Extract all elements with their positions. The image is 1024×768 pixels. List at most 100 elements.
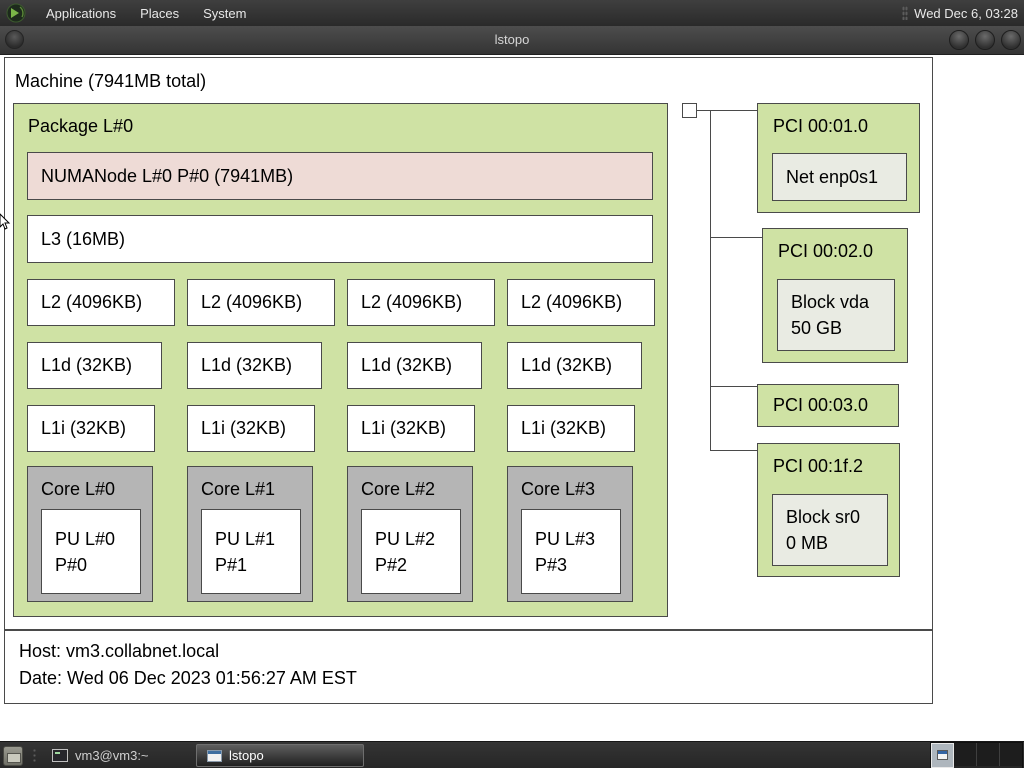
l1d-cache-label: L1d (32KB) xyxy=(361,355,453,375)
task-lstopo[interactable]: lstopo xyxy=(196,744,364,767)
l2-cache-box: L2 (4096KB) xyxy=(347,279,495,326)
l3-cache-label: L3 (16MB) xyxy=(41,228,126,249)
l1d-cache-box: L1d (32KB) xyxy=(347,342,482,389)
block-device-size: 50 GB xyxy=(791,318,843,338)
workspace-switcher xyxy=(930,742,1023,768)
pci-box: PCI 00:03.0 xyxy=(757,384,899,427)
l1d-cache-box: L1d (32KB) xyxy=(27,342,162,389)
l2-cache-label: L2 (4096KB) xyxy=(521,292,623,312)
maximize-button[interactable] xyxy=(975,30,995,50)
workspace-2[interactable] xyxy=(954,743,977,766)
window-title: lstopo xyxy=(494,32,530,47)
close-button[interactable] xyxy=(1001,30,1021,50)
panel-grip-handle[interactable] xyxy=(902,6,909,20)
pu-pnum: P#0 xyxy=(55,554,88,575)
l1i-cache-label: L1i (32KB) xyxy=(41,418,127,438)
pu-box: PU L#1 P#1 xyxy=(201,509,301,594)
minimize-button[interactable] xyxy=(949,30,969,50)
bottom-taskbar: vm3@vm3:~ lstopo xyxy=(0,741,1024,768)
l1i-cache-box: L1i (32KB) xyxy=(27,405,155,452)
block-device-size: 0 MB xyxy=(786,533,829,553)
menu-system[interactable]: System xyxy=(203,5,247,21)
l2-cache-label: L2 (4096KB) xyxy=(361,292,463,312)
legend-box: Host: vm3.collabnet.local Date: Wed 06 D… xyxy=(4,630,933,704)
l1i-cache-box: L1i (32KB) xyxy=(187,405,315,452)
show-desktop-icon[interactable] xyxy=(3,745,23,766)
l1d-cache-label: L1d (32KB) xyxy=(201,355,293,375)
l1d-cache-label: L1d (32KB) xyxy=(521,355,613,375)
core-label: Core L#2 xyxy=(361,479,436,499)
pci-label: PCI 00:01.0 xyxy=(773,116,869,136)
numanode-label: NUMANode L#0 P#0 (7941MB) xyxy=(41,165,294,186)
pci-connector-line xyxy=(710,237,762,238)
core-label: Core L#3 xyxy=(521,479,596,499)
net-device-box: Net enp0s1 xyxy=(772,153,907,201)
l2-cache-box: L2 (4096KB) xyxy=(507,279,655,326)
block-device-box: Block sr0 0 MB xyxy=(772,494,888,566)
l1d-cache-box: L1d (32KB) xyxy=(507,342,642,389)
l1i-cache-box: L1i (32KB) xyxy=(347,405,475,452)
pu-box: PU L#2 P#2 xyxy=(361,509,461,594)
pu-label: PU L#2 xyxy=(375,528,436,549)
legend-host: Host: vm3.collabnet.local xyxy=(19,641,220,661)
legend-date: Date: Wed 06 Dec 2023 01:56:27 AM EST xyxy=(19,668,357,688)
pci-connector-line xyxy=(710,386,757,387)
pci-label: PCI 00:02.0 xyxy=(778,241,874,261)
hostbridge-box xyxy=(682,103,697,118)
distro-logo-icon[interactable] xyxy=(6,3,26,23)
workspace-1[interactable] xyxy=(931,743,954,768)
pu-pnum: P#1 xyxy=(215,554,248,575)
window-icon xyxy=(207,749,222,762)
l1i-cache-box: L1i (32KB) xyxy=(507,405,635,452)
l1d-cache-box: L1d (32KB) xyxy=(187,342,322,389)
terminal-icon xyxy=(52,749,68,762)
block-device-label: Block vda xyxy=(791,292,870,312)
core-box: Core L#1 PU L#1 P#1 xyxy=(187,466,313,602)
l2-cache-box: L2 (4096KB) xyxy=(27,279,175,326)
panel-clock[interactable]: Wed Dec 6, 03:28 xyxy=(914,5,1018,21)
core-box: Core L#2 PU L#2 P#2 xyxy=(347,466,473,602)
core-label: Core L#1 xyxy=(201,479,276,499)
pci-label: PCI 00:1f.2 xyxy=(773,456,864,476)
l1i-cache-label: L1i (32KB) xyxy=(201,418,287,438)
pu-box: PU L#3 P#3 xyxy=(521,509,621,594)
l1d-cache-label: L1d (32KB) xyxy=(41,355,133,375)
pu-label: PU L#0 xyxy=(55,528,116,549)
numanode-box: NUMANode L#0 P#0 (7941MB) xyxy=(27,152,653,200)
mouse-cursor-icon xyxy=(0,213,11,230)
l2-cache-box: L2 (4096KB) xyxy=(187,279,335,326)
pci-connector-line xyxy=(697,110,757,111)
task-terminal[interactable]: vm3@vm3:~ xyxy=(42,744,192,767)
taskbar-grip-handle[interactable] xyxy=(32,747,37,764)
workspace-3[interactable] xyxy=(977,743,1000,766)
top-panel: Applications Places System Wed Dec 6, 03… xyxy=(0,0,1024,27)
pci-label: PCI 00:03.0 xyxy=(773,395,869,415)
menu-applications[interactable]: Applications xyxy=(46,5,117,21)
pci-box: PCI 00:1f.2 Block sr0 0 MB xyxy=(757,443,900,577)
package-label: Package L#0 xyxy=(28,116,134,136)
l2-cache-label: L2 (4096KB) xyxy=(201,292,303,312)
pu-label: PU L#1 xyxy=(215,528,276,549)
pci-box: PCI 00:02.0 Block vda 50 GB xyxy=(762,228,908,363)
core-box: Core L#3 PU L#3 P#3 xyxy=(507,466,633,602)
menu-places[interactable]: Places xyxy=(140,5,180,21)
block-device-label: Block sr0 xyxy=(786,507,861,527)
task-lstopo-label: lstopo xyxy=(229,748,264,763)
workspace-4[interactable] xyxy=(1000,743,1022,766)
net-device-label: Net enp0s1 xyxy=(786,166,879,187)
l2-cache-label: L2 (4096KB) xyxy=(41,292,143,312)
core-box: Core L#0 PU L#0 P#0 xyxy=(27,466,153,602)
window-menu-icon[interactable] xyxy=(5,30,24,49)
pu-label: PU L#3 xyxy=(535,528,596,549)
l1i-cache-label: L1i (32KB) xyxy=(521,418,607,438)
pci-connector-line xyxy=(710,450,757,451)
window-titlebar[interactable]: lstopo xyxy=(0,26,1024,55)
task-terminal-label: vm3@vm3:~ xyxy=(75,748,149,763)
block-device-box: Block vda 50 GB xyxy=(777,279,895,351)
pu-box: PU L#0 P#0 xyxy=(41,509,141,594)
l1i-cache-label: L1i (32KB) xyxy=(361,418,447,438)
pu-pnum: P#2 xyxy=(375,554,408,575)
pci-box: PCI 00:01.0 Net enp0s1 xyxy=(757,103,920,213)
pu-pnum: P#3 xyxy=(535,554,568,575)
